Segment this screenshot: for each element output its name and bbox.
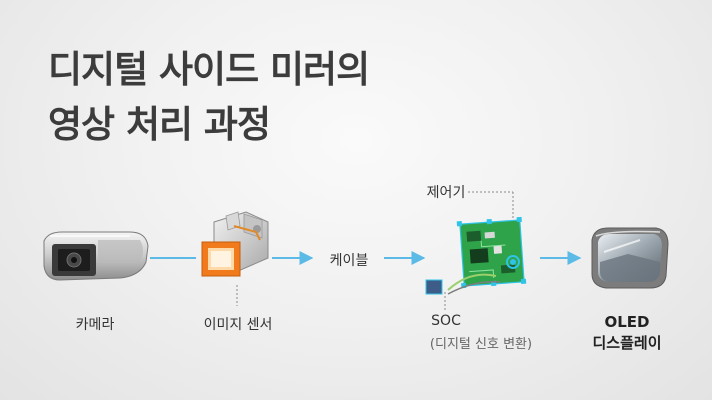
soc-label: SOC (431, 313, 461, 329)
oled-display-label: OLED 디스플레이 (592, 312, 661, 354)
image-sensor-icon (201, 211, 269, 277)
oled-display-label-line-1: OLED (604, 313, 650, 331)
page-title-line-1: 디지털 사이드 미러의 (48, 48, 370, 91)
oled-display-icon (591, 227, 669, 289)
cable-label: 케이블 (329, 253, 369, 269)
oled-display-label-line-2: 디스플레이 (592, 334, 662, 352)
circuit-board-icon (425, 216, 527, 295)
soc-sublabel: (디지털 신호 변환) (429, 337, 533, 352)
image-sensor-label: 이미지 센서 (203, 317, 273, 333)
camera-label: 카메라 (75, 317, 115, 333)
page-title: 디지털 사이드 미러의 영상 처리 과정 (48, 42, 370, 152)
controller-label: 제어기 (426, 185, 466, 201)
page-title-line-2: 영상 처리 과정 (48, 103, 271, 146)
camera-icon (43, 231, 149, 281)
